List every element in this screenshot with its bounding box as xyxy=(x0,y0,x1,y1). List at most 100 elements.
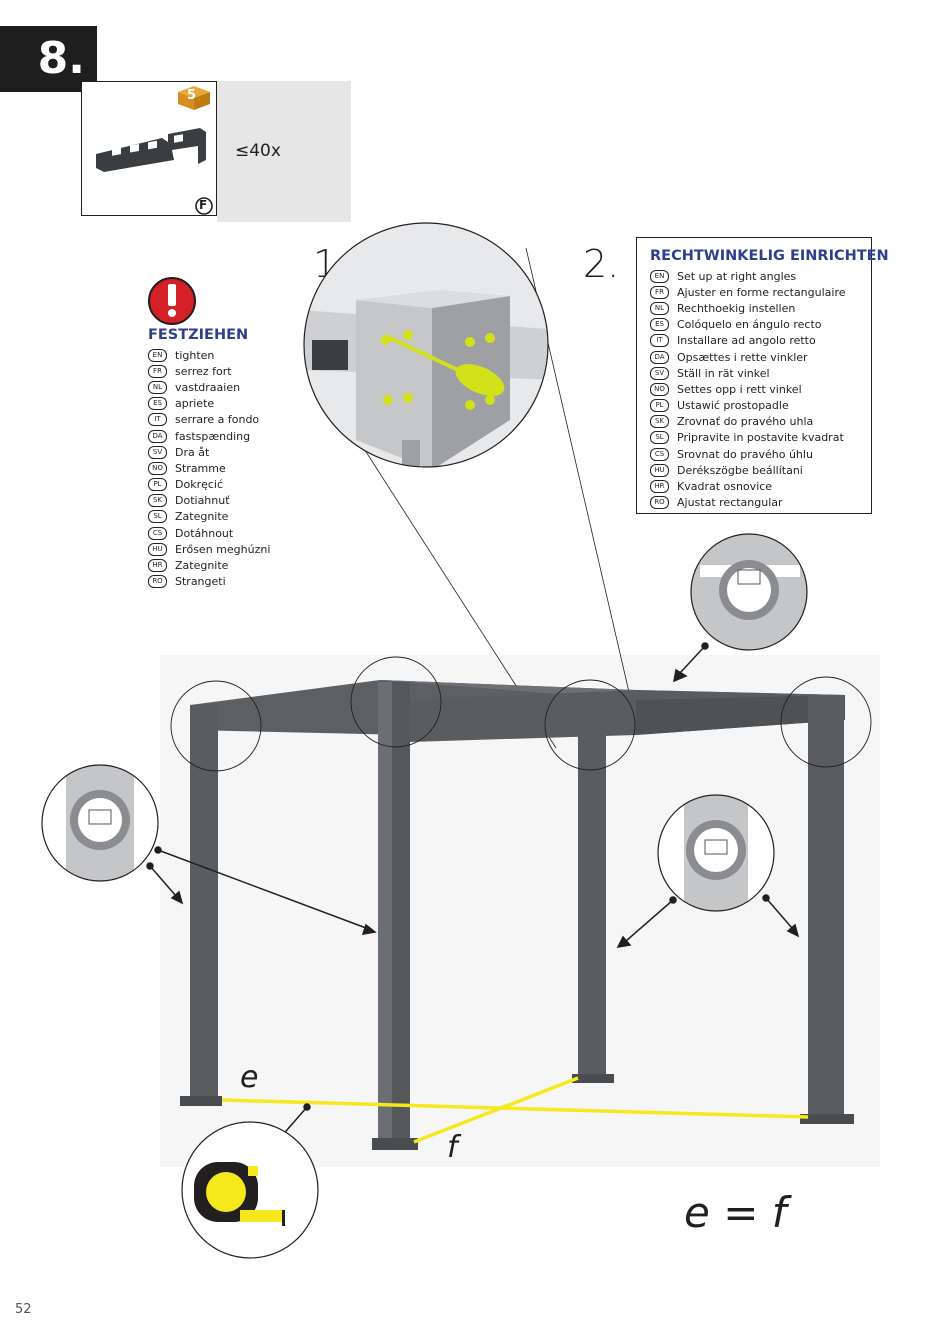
language-code: SK xyxy=(148,494,167,508)
language-code: HU xyxy=(650,463,669,477)
language-text: Installare ad angolo retto xyxy=(677,334,816,348)
language-text: Ajustat rectangular xyxy=(677,496,783,510)
language-code: IT xyxy=(650,334,669,348)
language-code: SK xyxy=(650,415,669,429)
tape-measure-icon xyxy=(181,1121,319,1259)
language-code: SL xyxy=(148,510,167,524)
language-item: CS Dotáhnout xyxy=(148,525,270,541)
festziehen-heading: FESTZIEHEN xyxy=(148,327,249,343)
language-text: Set up at right angles xyxy=(677,269,797,283)
language-code: ES xyxy=(148,397,167,411)
language-text: Ajuster en forme rectangulaire xyxy=(677,285,846,299)
language-item: DA Opsættes i rette vinkler xyxy=(650,349,846,365)
language-text: Dotiahnuť xyxy=(175,494,230,508)
language-text: vastdraaien xyxy=(175,380,241,394)
page-number: 52 xyxy=(15,1302,32,1317)
spirit-level-icon xyxy=(657,794,775,912)
language-code: RO xyxy=(650,496,669,510)
language-text: Dokręcić xyxy=(175,478,224,492)
language-code: SV xyxy=(650,366,669,380)
language-item: RO Ajustat rectangular xyxy=(650,495,846,511)
substep-2-number: 2. xyxy=(583,242,620,286)
language-text: Opsættes i rette vinkler xyxy=(677,350,808,364)
language-item: IT Installare ad angolo retto xyxy=(650,333,846,349)
spirit-level-icon xyxy=(690,533,808,651)
language-item: RO Strangeti xyxy=(148,574,270,590)
language-text: apriete xyxy=(175,397,215,411)
part-label: F xyxy=(199,198,208,212)
language-item: HR Kvadrat osnovice xyxy=(650,478,846,494)
right-angle-instructions xyxy=(636,237,872,514)
language-text: Rechthoekig instellen xyxy=(677,301,796,315)
language-item: NL Rechthoekig instellen xyxy=(650,300,846,316)
language-item: PL Dokręcić xyxy=(148,477,270,493)
part-quantity: ≤40x xyxy=(235,141,281,161)
language-text: fastspænding xyxy=(175,429,251,443)
equation-e-equals-f: e = f xyxy=(684,1188,787,1237)
language-code: EN xyxy=(650,269,669,283)
language-text: Derékszögbe beállítani xyxy=(677,463,803,477)
language-text: Dotáhnout xyxy=(175,526,234,540)
language-code: PL xyxy=(148,478,167,492)
language-item: CS Srovnat do pravého úhlu xyxy=(650,446,846,462)
language-code: NO xyxy=(650,382,669,396)
label-e: e xyxy=(240,1060,259,1095)
language-code: SV xyxy=(148,445,167,459)
language-text: Zrovnať do pravého uhla xyxy=(677,415,814,429)
label-f: f xyxy=(447,1130,458,1165)
language-text: Colóquelo en ángulo recto xyxy=(677,318,822,332)
quantity-box: ≤40x xyxy=(217,81,351,222)
language-item: SK Dotiahnuť xyxy=(148,493,270,509)
language-code: NL xyxy=(148,380,167,394)
language-text: Dra åt xyxy=(175,445,210,459)
language-text: Ustawić prostopadle xyxy=(677,399,789,413)
screwdriver-detail xyxy=(303,222,549,468)
language-item: NL vastdraaien xyxy=(148,379,270,395)
pergola-frame xyxy=(180,680,854,1150)
language-item: ES apriete xyxy=(148,396,270,412)
language-item: HR Zategnite xyxy=(148,557,270,573)
language-code: ES xyxy=(650,318,669,332)
language-item: SL Zategnite xyxy=(148,509,270,525)
language-text: serrez fort xyxy=(175,364,232,378)
language-item: SV Dra åt xyxy=(148,444,270,460)
language-code: HU xyxy=(148,542,167,556)
language-text: tighten xyxy=(175,348,215,362)
language-text: Stramme xyxy=(175,461,226,475)
language-code: HR xyxy=(650,480,669,494)
language-code: RO xyxy=(148,575,167,589)
language-text: Settes opp i rett vinkel xyxy=(677,382,802,396)
language-text: Strangeti xyxy=(175,575,226,589)
language-text: Zategnite xyxy=(175,559,229,573)
language-code: EN xyxy=(148,348,167,362)
language-code: PL xyxy=(650,399,669,413)
language-text: Zategnite xyxy=(175,510,229,524)
diagonal-measure-lines xyxy=(221,1076,809,1144)
rechtwinkelig-heading: RECHTWINKELIG EINRICHTEN xyxy=(650,248,889,264)
package-number: 5 xyxy=(187,88,197,103)
language-text: Srovnat do pravého úhlu xyxy=(677,447,813,461)
language-text: Kvadrat osnovice xyxy=(677,480,773,494)
language-code: CS xyxy=(650,447,669,461)
step-number-badge: 8. xyxy=(0,26,97,92)
language-code: DA xyxy=(148,429,167,443)
part-label-circle xyxy=(195,197,213,215)
language-item: ES Colóquelo en ángulo recto xyxy=(650,317,846,333)
language-code: DA xyxy=(650,350,669,364)
screwdriver-icon xyxy=(385,334,505,396)
language-code: NO xyxy=(148,461,167,475)
language-code: HR xyxy=(148,559,167,573)
language-text: Pripravite in postavite kvadrat xyxy=(677,431,844,445)
language-item: EN tighten xyxy=(148,347,270,363)
part-box: 5 F xyxy=(81,81,217,216)
language-code: CS xyxy=(148,526,167,540)
language-code: NL xyxy=(650,301,669,315)
